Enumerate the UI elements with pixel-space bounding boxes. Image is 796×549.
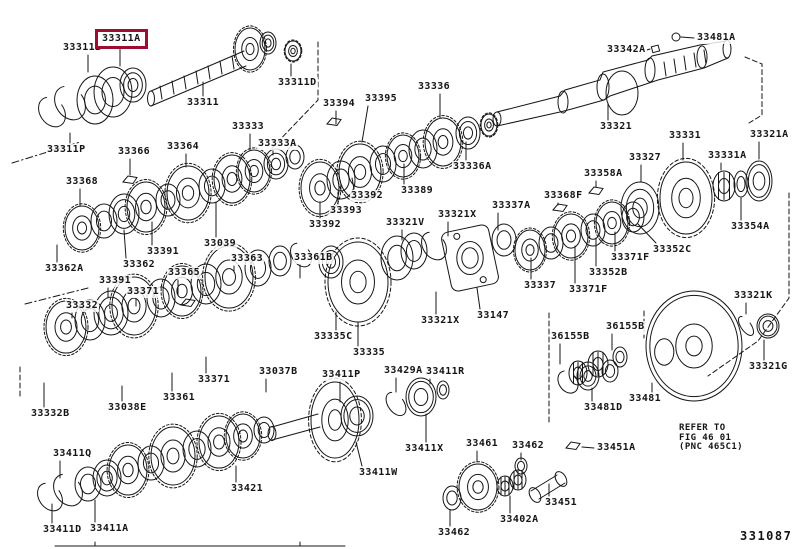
part-label[interactable]: 33451A (596, 442, 637, 454)
part-label[interactable]: 33394 (322, 98, 357, 110)
part-label[interactable]: 33364 (166, 141, 201, 153)
part-label[interactable]: 33354A (730, 221, 771, 233)
part-label[interactable]: 33342A (606, 44, 647, 56)
part-label[interactable]: 33411R (425, 366, 466, 378)
part-label[interactable]: 33039 (203, 238, 238, 250)
part-label[interactable]: 33333A (257, 138, 298, 150)
part-label[interactable]: 33337 (523, 280, 558, 292)
part-label[interactable]: 33402A (499, 514, 540, 526)
part-label[interactable]: 33451 (544, 497, 579, 509)
part-label[interactable]: 33371F (568, 284, 609, 296)
part-label[interactable]: 33352B (588, 267, 629, 279)
part-label[interactable]: 33331A (707, 150, 748, 162)
part-label[interactable]: 33391 (98, 275, 133, 287)
part-label[interactable]: 33331 (668, 130, 703, 142)
part-label[interactable]: 33392 (350, 190, 385, 202)
part-label[interactable]: 33321K (733, 290, 774, 302)
part-label-highlighted[interactable]: 33311A (95, 29, 148, 49)
part-label[interactable]: 33358A (583, 168, 624, 180)
reference-note: REFER TO FIG 46 01 (PNC 465C1) (679, 423, 744, 453)
reference-note-line: REFER TO (679, 423, 726, 433)
part-label[interactable]: 33392 (308, 219, 343, 231)
part-label[interactable]: 33321G (748, 361, 789, 373)
part-label[interactable]: 33411D (42, 524, 83, 536)
part-label[interactable]: 33411P (321, 369, 362, 381)
part-label[interactable]: 36155B (550, 331, 591, 343)
part-label[interactable]: 33368 (65, 176, 100, 188)
reference-note-line: (PNC 465C1) (679, 442, 744, 452)
reference-note-line: FIG 46 01 (679, 432, 732, 443)
part-label[interactable]: 33337A (491, 200, 532, 212)
part-label[interactable]: 33352C (652, 244, 693, 256)
part-label[interactable]: 33311D (277, 77, 318, 89)
part-label[interactable]: 33429A (383, 365, 424, 377)
part-label[interactable]: 33481D (583, 402, 624, 414)
part-label[interactable]: 33362A (44, 263, 85, 275)
part-label[interactable]: 33389 (400, 185, 435, 197)
part-label[interactable]: 33363 (230, 253, 265, 265)
part-label[interactable]: 33311B (62, 42, 103, 54)
part-label[interactable]: 33336 (417, 81, 452, 93)
part-label[interactable]: 33395 (364, 93, 399, 105)
part-label[interactable]: 33335 (352, 347, 387, 359)
part-label[interactable]: 33462 (437, 527, 472, 539)
part-label[interactable]: 33037B (258, 366, 299, 378)
part-label[interactable]: 33311 (186, 97, 221, 109)
part-label[interactable]: 33321X (420, 315, 461, 327)
part-label[interactable]: 33147 (476, 310, 511, 322)
part-label[interactable]: 33462 (511, 440, 546, 452)
part-label[interactable]: 33411A (89, 523, 130, 535)
part-label[interactable]: 33361 (162, 392, 197, 404)
part-label[interactable]: 33321V (385, 217, 426, 229)
part-label[interactable]: 33481A (696, 32, 737, 44)
part-label[interactable]: 33481 (628, 393, 663, 405)
part-label[interactable]: 33361B (293, 252, 334, 264)
part-label[interactable]: 33332B (30, 408, 71, 420)
part-label[interactable]: 33365 (167, 267, 202, 279)
part-label[interactable]: 33327 (628, 152, 663, 164)
part-label[interactable]: 36155B (605, 321, 646, 333)
part-label[interactable]: 33391 (146, 246, 181, 258)
part-label[interactable]: 33332 (65, 300, 100, 312)
part-label[interactable]: 33411Q (52, 448, 93, 460)
figure-number: 331087 (740, 529, 793, 543)
part-label[interactable]: 33393 (329, 205, 364, 217)
part-label[interactable]: 33461 (465, 438, 500, 450)
part-label[interactable]: 33335C (313, 331, 354, 343)
part-label[interactable]: 33411X (404, 443, 445, 455)
part-label[interactable]: 33321A (749, 129, 790, 141)
part-label[interactable]: 33362 (122, 259, 157, 271)
part-label[interactable]: 33421 (230, 483, 265, 495)
part-label[interactable]: 33371 (197, 374, 232, 386)
part-label[interactable]: 33411W (358, 467, 399, 479)
part-label[interactable]: 33368F (543, 190, 584, 202)
part-label[interactable]: 33366 (117, 146, 152, 158)
part-label[interactable]: 33333 (231, 121, 266, 133)
part-label[interactable]: 33371 (126, 286, 161, 298)
part-label[interactable]: 33371F (610, 252, 651, 264)
part-label[interactable]: 33321 (599, 121, 634, 133)
part-label[interactable]: 33336A (452, 161, 493, 173)
part-label[interactable]: 33311P (46, 144, 87, 156)
part-label[interactable]: 33038E (107, 402, 148, 414)
part-label[interactable]: 33321X (437, 209, 478, 221)
